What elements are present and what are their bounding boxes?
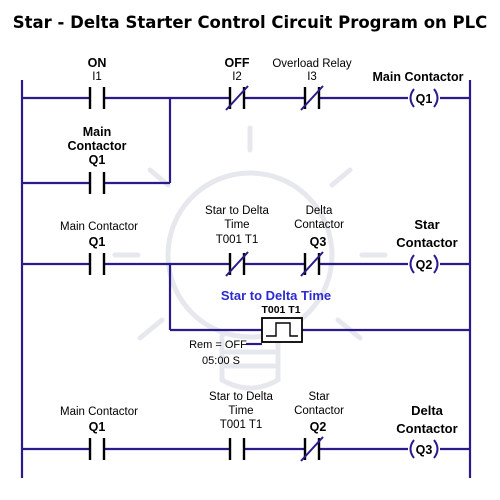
overload-label: Overload Relay: [272, 58, 352, 70]
r2-dc-label-line1: Delta: [306, 205, 333, 217]
hold-label-line1: Main: [83, 125, 111, 139]
hold-label-line2: Contactor: [67, 139, 126, 153]
r3-tmr-label-line1: Star to Delta: [209, 391, 274, 403]
star-contactor-coil-q2: [409, 254, 439, 274]
delta-coil-label-line2: Contactor: [396, 421, 457, 436]
r3-sc-label-line1: Star: [308, 391, 329, 403]
r3-mc-label: Main Contactor: [60, 406, 138, 418]
timer-nc-contact: [225, 251, 249, 277]
r3-tmr-address: T001 T1: [220, 419, 263, 431]
main-coil-address: Q1: [416, 92, 433, 106]
star-interlock-contact-q2: [300, 436, 324, 462]
r2-tmr-label-line2: Time: [224, 219, 249, 231]
r3-mc-address: Q1: [89, 420, 106, 434]
main-contact-q1: [88, 253, 106, 275]
main-coil-label: Main Contactor: [373, 70, 464, 84]
on-address: I1: [92, 71, 102, 83]
rung-1: ON I1 OFF I2 Overload Relay I3 Q1 Main C…: [22, 56, 470, 194]
hold-address: Q1: [89, 153, 106, 167]
delta-coil-label-line1: Delta: [411, 403, 444, 418]
on-contact-i1: [88, 87, 106, 109]
star-coil-label-line2: Contactor: [396, 235, 457, 250]
watermark-graphic: [112, 125, 388, 391]
timer-name: Star to Delta Time: [221, 288, 331, 303]
r2-dc-address: Q3: [310, 235, 327, 249]
off-label: OFF: [225, 56, 250, 70]
main-contactor-coil-q1: [409, 88, 439, 108]
hold-contact-q1: [88, 172, 106, 194]
r3-sc-address: Q2: [310, 420, 327, 434]
r2-tmr-address: T001 T1: [216, 234, 259, 246]
page-title: Star - Delta Starter Control Circuit Pro…: [13, 13, 488, 32]
r3-tmr-label-line2: Time: [228, 405, 253, 417]
r2-tmr-label-line1: Star to Delta: [205, 205, 270, 217]
delta-contactor-coil-q3: [409, 439, 439, 459]
rung-3: Main Contactor Q1 Star to Delta Time T00…: [22, 391, 470, 462]
rung-2: Main Contactor Q1 Star to Delta Time T00…: [22, 205, 470, 367]
main-contact-q1-r3: [88, 438, 106, 460]
star-coil-label-line1: Star: [414, 217, 439, 232]
r2-mc-label: Main Contactor: [60, 221, 138, 233]
off-contact-i2: [225, 85, 249, 111]
timer-block: [261, 317, 303, 343]
timer-id: T001 T1: [261, 304, 300, 316]
star-coil-address: Q2: [416, 258, 433, 272]
timer-rem: Rem = OFF: [189, 339, 247, 351]
r2-dc-label-line2: Contactor: [294, 219, 344, 231]
overload-address: I3: [307, 71, 317, 83]
off-address: I2: [232, 71, 242, 83]
on-label: ON: [88, 56, 107, 70]
timer-preset: 05:00 S: [202, 355, 240, 367]
timer-no-contact: [228, 438, 246, 460]
r2-mc-address: Q1: [89, 235, 106, 249]
delta-interlock-contact-q3: [300, 251, 324, 277]
delta-coil-address: Q3: [416, 443, 433, 457]
r3-sc-label-line2: Contactor: [294, 405, 344, 417]
overload-contact-i3: [300, 85, 324, 111]
